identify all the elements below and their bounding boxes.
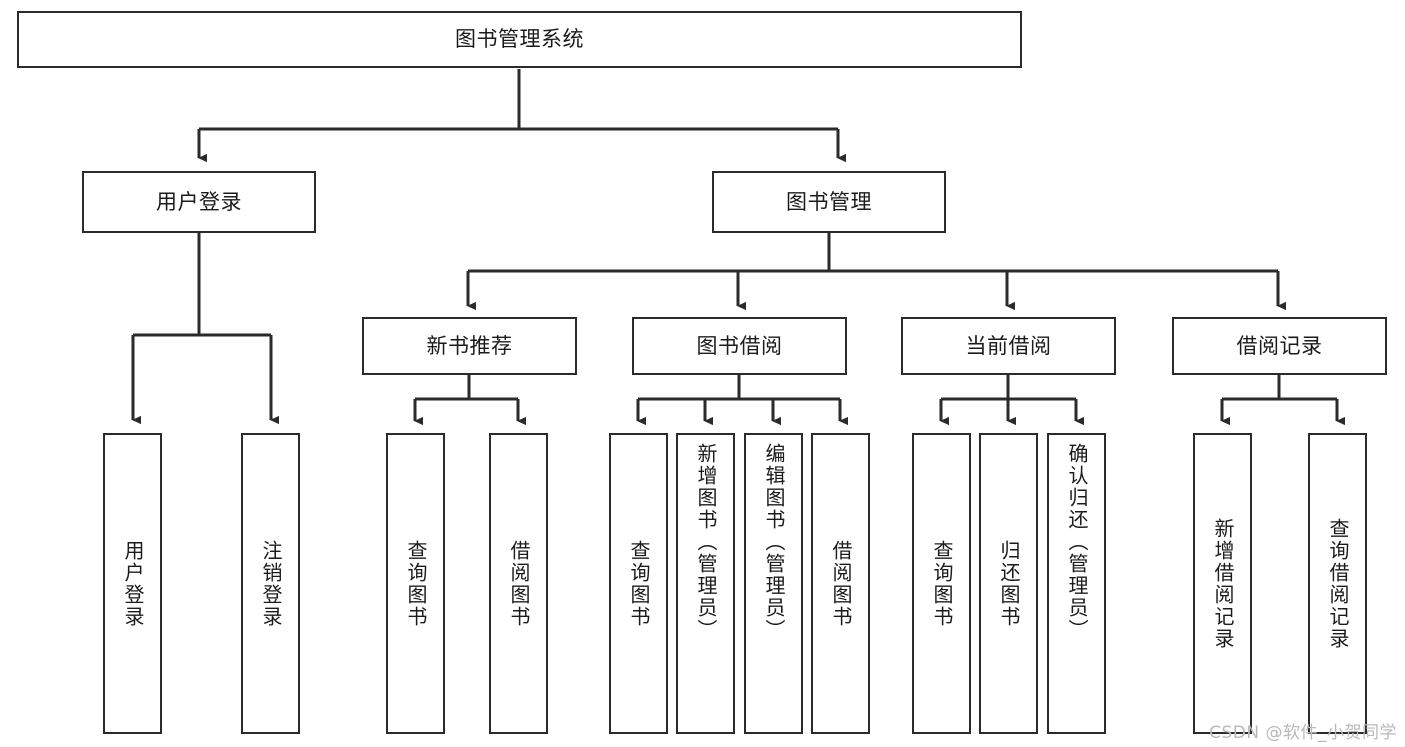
current-borrow-to-leaves-connectors: [939, 375, 1084, 426]
node-leaf-query-book-2-label: 查询图书: [627, 539, 651, 628]
node-leaf-return-book[interactable]: 归还图书: [979, 433, 1038, 734]
node-leaf-query-book-2[interactable]: 查询图书: [609, 433, 668, 734]
node-leaf-borrow-book-1-label: 借阅图书: [507, 539, 531, 628]
node-leaf-logout[interactable]: 注销登录: [241, 433, 300, 734]
user-login-to-leaves-connectors: [131, 233, 279, 425]
node-root[interactable]: 图书管理系统: [17, 11, 1022, 68]
node-leaf-query-record[interactable]: 查询借阅记录: [1308, 433, 1367, 734]
node-borrow-record[interactable]: 借阅记录: [1172, 317, 1387, 375]
node-book-manage[interactable]: 图书管理: [712, 171, 946, 233]
node-current-borrow-label: 当前借阅: [965, 333, 1052, 358]
node-root-label: 图书管理系统: [455, 27, 584, 52]
node-new-book-recommend[interactable]: 新书推荐: [362, 317, 577, 375]
root-to-level1-connectors: [197, 69, 846, 163]
node-leaf-borrow-book-2[interactable]: 借阅图书: [811, 433, 870, 734]
node-leaf-edit-book-label: 编辑图书（管理员）: [762, 443, 786, 641]
node-user-login[interactable]: 用户登录: [82, 171, 316, 233]
node-leaf-user-login[interactable]: 用户登录: [103, 433, 162, 734]
node-leaf-confirm-return[interactable]: 确认归还（管理员）: [1047, 433, 1106, 734]
node-new-book-recommend-label: 新书推荐: [426, 333, 513, 358]
node-book-borrow[interactable]: 图书借阅: [632, 317, 847, 375]
new-book-recommend-to-leaves-connectors: [413, 375, 526, 426]
node-leaf-query-book-3[interactable]: 查询图书: [912, 433, 971, 734]
node-leaf-query-book-1[interactable]: 查询图书: [386, 433, 445, 734]
node-borrow-record-label: 借阅记录: [1236, 333, 1323, 358]
node-leaf-query-book-1-label: 查询图书: [404, 539, 428, 628]
book-manage-to-level2-connectors: [466, 233, 1286, 311]
node-leaf-query-record-label: 查询借阅记录: [1326, 517, 1350, 650]
node-leaf-borrow-book-1[interactable]: 借阅图书: [489, 433, 548, 734]
node-leaf-confirm-return-label: 确认归还（管理员）: [1065, 443, 1089, 641]
node-book-borrow-label: 图书借阅: [696, 333, 783, 358]
node-leaf-add-record-label: 新增借阅记录: [1211, 517, 1235, 650]
node-user-login-label: 用户登录: [156, 189, 242, 214]
borrow-record-to-leaves-connectors: [1220, 375, 1345, 426]
node-leaf-logout-label: 注销登录: [259, 539, 283, 628]
node-leaf-borrow-book-2-label: 借阅图书: [829, 539, 853, 628]
node-leaf-user-login-label: 用户登录: [121, 539, 145, 628]
node-leaf-add-record[interactable]: 新增借阅记录: [1193, 433, 1252, 734]
book-borrow-to-leaves-connectors: [636, 375, 848, 426]
node-book-manage-label: 图书管理: [786, 189, 872, 214]
node-leaf-edit-book[interactable]: 编辑图书（管理员）: [744, 433, 803, 734]
node-current-borrow[interactable]: 当前借阅: [901, 317, 1116, 375]
node-leaf-return-book-label: 归还图书: [997, 539, 1021, 628]
node-leaf-query-book-3-label: 查询图书: [930, 539, 954, 628]
node-leaf-add-book-label: 新增图书（管理员）: [694, 443, 718, 641]
node-leaf-add-book[interactable]: 新增图书（管理员）: [676, 433, 735, 734]
